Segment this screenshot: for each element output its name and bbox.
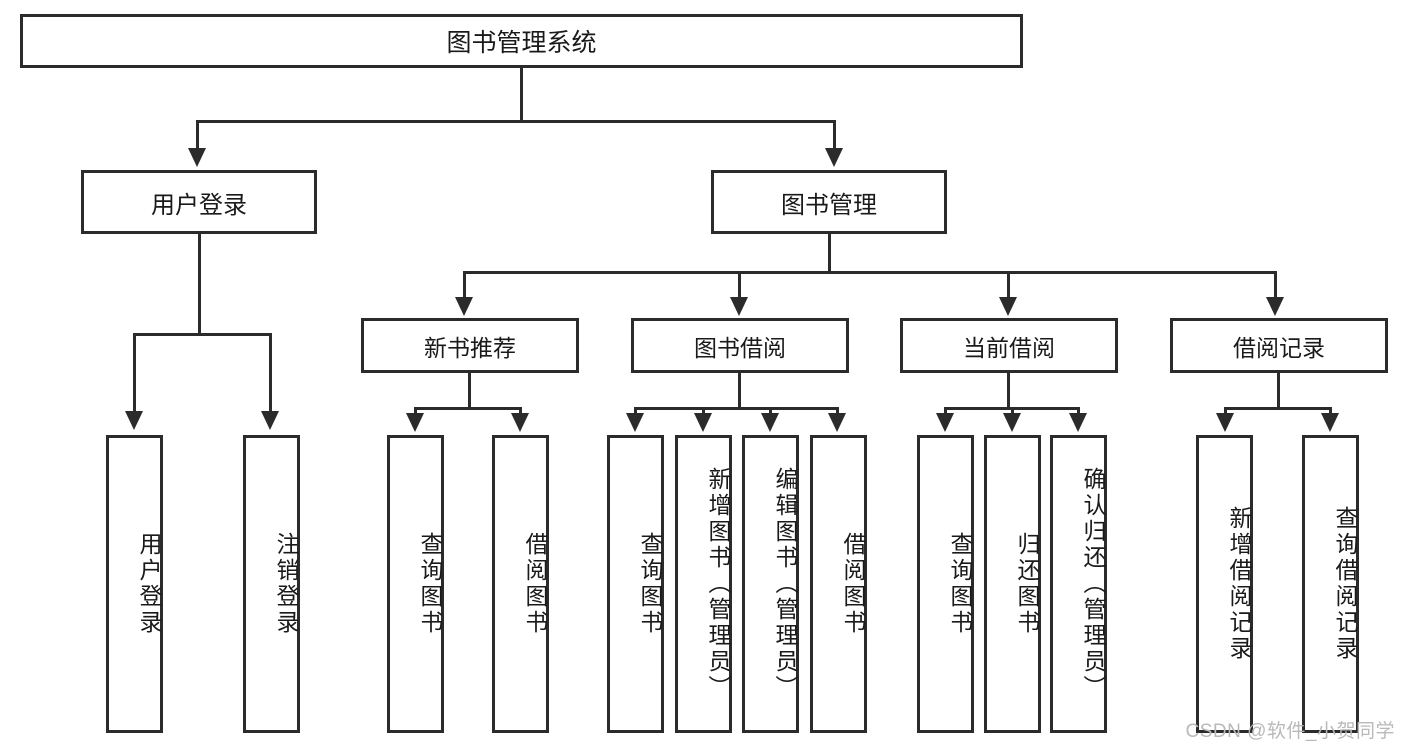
connector-borrow-record-stem	[1277, 373, 1280, 409]
connector-new-book-bus	[414, 407, 522, 410]
arrowhead-book-borrow-to-leaf-2	[694, 413, 712, 432]
leaf-label: 新增借阅记录	[1226, 506, 1252, 662]
node-borrow-record[interactable]: 借阅记录	[1170, 318, 1388, 373]
leaf-label: 编辑图书（管理员）	[772, 467, 798, 701]
leaf-label: 用户登录	[136, 532, 162, 636]
leaf-label: 注销登录	[273, 532, 299, 636]
connector-book-borrow-stem	[738, 373, 741, 409]
connector-book-borrow-bus	[634, 407, 838, 410]
connector-book-borrow-to-leaf-1	[634, 407, 637, 415]
leaf-node-book-borrow-3[interactable]: 编辑图书（管理员）	[742, 435, 799, 733]
connector-user-login-to-leaf-1	[133, 333, 136, 413]
csdn-watermark: CSDN @软件_小贺同学	[1185, 721, 1395, 742]
leaf-label: 查询图书	[947, 532, 973, 636]
connector-borrow-record-to-leaf-2	[1329, 407, 1332, 415]
arrowhead-root-to-user-login	[188, 148, 206, 167]
connector-current-borrow-to-leaf-2	[1011, 407, 1014, 415]
node-book-management[interactable]: 图书管理	[711, 170, 947, 234]
connector-book-mgmt-to-lvl3-1	[463, 271, 466, 299]
node-current-borrow[interactable]: 当前借阅	[900, 318, 1118, 373]
connector-root-to-book-mgmt	[833, 120, 836, 150]
leaf-label: 借阅图书	[840, 532, 866, 636]
node-book-borrow[interactable]: 图书借阅	[631, 318, 849, 373]
leaf-node-new-book-2[interactable]: 借阅图书	[492, 435, 549, 733]
leaf-node-user-login-2[interactable]: 注销登录	[243, 435, 300, 733]
node-new-book-recommend[interactable]: 新书推荐	[361, 318, 579, 373]
connector-current-borrow-to-leaf-3	[1077, 407, 1080, 415]
arrowhead-book-borrow-to-leaf-3	[761, 413, 779, 432]
connector-user-login-to-leaf-2	[269, 333, 272, 413]
leaf-label: 查询借阅记录	[1332, 506, 1358, 662]
connector-book-mgmt-to-lvl3-4	[1274, 271, 1277, 299]
leaf-node-borrow-record-1[interactable]: 新增借阅记录	[1196, 435, 1253, 733]
connector-borrow-record-bus	[1224, 407, 1332, 410]
arrowhead-new-book-to-leaf-2	[511, 413, 529, 432]
arrowhead-book-mgmt-to-lvl3-2	[730, 297, 748, 316]
leaf-label: 确认归还（管理员）	[1080, 467, 1106, 701]
connector-current-borrow-stem	[1007, 373, 1010, 409]
arrowhead-book-borrow-to-leaf-1	[626, 413, 644, 432]
arrowhead-current-borrow-to-leaf-2	[1003, 413, 1021, 432]
node-root-system[interactable]: 图书管理系统	[20, 14, 1023, 68]
connector-borrow-record-to-leaf-1	[1224, 407, 1227, 415]
leaf-node-book-borrow-2[interactable]: 新增图书（管理员）	[675, 435, 732, 733]
arrowhead-user-login-to-leaf-1	[125, 411, 143, 430]
leaf-label: 查询图书	[637, 532, 663, 636]
arrowhead-book-mgmt-to-lvl3-1	[455, 297, 473, 316]
leaf-node-new-book-1[interactable]: 查询图书	[387, 435, 444, 733]
connector-new-book-to-leaf-1	[414, 407, 417, 415]
connector-root-bus	[196, 120, 836, 123]
leaf-node-book-borrow-1[interactable]: 查询图书	[607, 435, 664, 733]
arrowhead-root-to-book-mgmt	[825, 148, 843, 167]
leaf-label: 归还图书	[1014, 532, 1040, 636]
arrowhead-book-mgmt-to-lvl3-4	[1266, 297, 1284, 316]
leaf-node-borrow-record-2[interactable]: 查询借阅记录	[1302, 435, 1359, 733]
connector-current-borrow-to-leaf-1	[944, 407, 947, 415]
connector-new-book-to-leaf-2	[519, 407, 522, 415]
node-user-login[interactable]: 用户登录	[81, 170, 317, 234]
leaf-node-user-login-1[interactable]: 用户登录	[106, 435, 163, 733]
leaf-node-current-borrow-2[interactable]: 归还图书	[984, 435, 1041, 733]
connector-book-borrow-to-leaf-2	[702, 407, 705, 415]
connector-book-mgmt-stem	[828, 234, 831, 273]
connector-book-borrow-to-leaf-4	[836, 407, 839, 415]
connector-book-mgmt-to-lvl3-2	[738, 271, 741, 299]
connector-user-login-bus	[133, 333, 270, 336]
leaf-node-current-borrow-3[interactable]: 确认归还（管理员）	[1050, 435, 1107, 733]
arrowhead-current-borrow-to-leaf-1	[936, 413, 954, 432]
leaf-label: 查询图书	[417, 532, 443, 636]
arrowhead-book-mgmt-to-lvl3-3	[999, 297, 1017, 316]
connector-root-to-user-login	[196, 120, 199, 150]
leaf-node-book-borrow-4[interactable]: 借阅图书	[810, 435, 867, 733]
leaf-node-current-borrow-1[interactable]: 查询图书	[917, 435, 974, 733]
arrowhead-book-borrow-to-leaf-4	[828, 413, 846, 432]
arrowhead-user-login-to-leaf-2	[261, 411, 279, 430]
arrowhead-new-book-to-leaf-1	[406, 413, 424, 432]
leaf-label: 新增图书（管理员）	[705, 467, 731, 701]
arrowhead-borrow-record-to-leaf-2	[1321, 413, 1339, 432]
connector-book-mgmt-to-lvl3-3	[1007, 271, 1010, 299]
connector-book-borrow-to-leaf-3	[769, 407, 772, 415]
arrowhead-borrow-record-to-leaf-1	[1216, 413, 1234, 432]
arrowhead-current-borrow-to-leaf-3	[1069, 413, 1087, 432]
connector-book-mgmt-bus	[463, 271, 1277, 274]
leaf-label: 借阅图书	[522, 532, 548, 636]
connector-new-book-stem	[468, 373, 471, 409]
connector-user-login-stem	[198, 234, 201, 335]
connector-root-stem	[520, 68, 523, 122]
